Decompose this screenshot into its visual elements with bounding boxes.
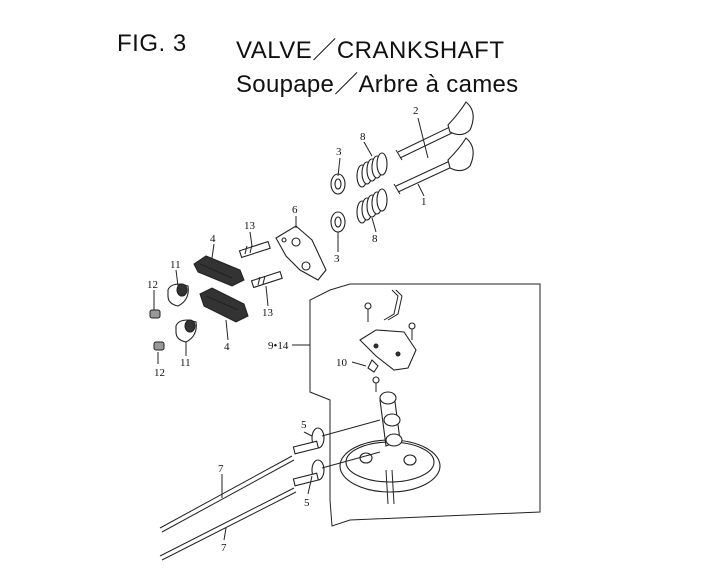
adjust-screw-upper [149, 309, 161, 319]
figure-number: FIG. 3 [117, 30, 187, 57]
callout-9-14: 9•14 [268, 340, 289, 352]
leader-lines [153, 117, 429, 541]
figure-title-french: Soupape／Arbre à cames [236, 71, 519, 98]
callout-8-upper: 8 [360, 131, 366, 143]
camshaft-assembly-outline [309, 283, 541, 527]
camshaft-gear [339, 391, 441, 505]
callout-12-lower: 12 [154, 367, 165, 379]
callout-13-upper: 13 [244, 220, 256, 232]
valve-upper [395, 101, 474, 161]
tappet-upper [292, 419, 381, 455]
callout-13-lower: 13 [262, 307, 274, 319]
callout-7-upper: 7 [218, 463, 224, 475]
callout-5-upper: 5 [301, 419, 307, 431]
callout-12-upper: 12 [147, 279, 158, 291]
callout-2: 2 [413, 105, 419, 117]
push-rod-lower [159, 487, 297, 561]
figure-title-english: VALVE／CRANKSHAFT [236, 37, 505, 64]
callout-8-lower: 8 [372, 233, 378, 245]
spring-retainer-lower [330, 211, 346, 233]
push-rod-upper [159, 455, 295, 533]
pivot-lower [175, 319, 197, 343]
callout-7-lower: 7 [221, 542, 227, 554]
callout-3-upper: 3 [336, 146, 342, 158]
callout-6: 6 [292, 204, 298, 216]
rocker-arm-upper [193, 255, 245, 287]
callout-4-upper: 4 [210, 233, 216, 245]
adjust-screw-lower [153, 341, 165, 351]
callout-1: 1 [421, 196, 427, 208]
rocker-arm-lower [199, 287, 249, 323]
callout-11-upper: 11 [170, 259, 181, 271]
callout-3-lower: 3 [334, 253, 340, 265]
callout-5-lower: 5 [304, 497, 310, 509]
valve-spring-upper [356, 152, 388, 188]
rocker-stud-lower [250, 270, 283, 289]
rocker-plate [275, 225, 327, 281]
valve-spring-lower [356, 188, 388, 224]
callout-4-lower: 4 [224, 341, 230, 353]
callout-11-lower: 11 [180, 357, 191, 369]
valve-lower [393, 137, 474, 195]
pivot-upper [167, 283, 189, 307]
governor-assembly [359, 289, 417, 392]
spring-retainer-upper [330, 173, 346, 195]
rocker-stud-upper [238, 240, 271, 259]
callout-10: 10 [336, 357, 348, 369]
